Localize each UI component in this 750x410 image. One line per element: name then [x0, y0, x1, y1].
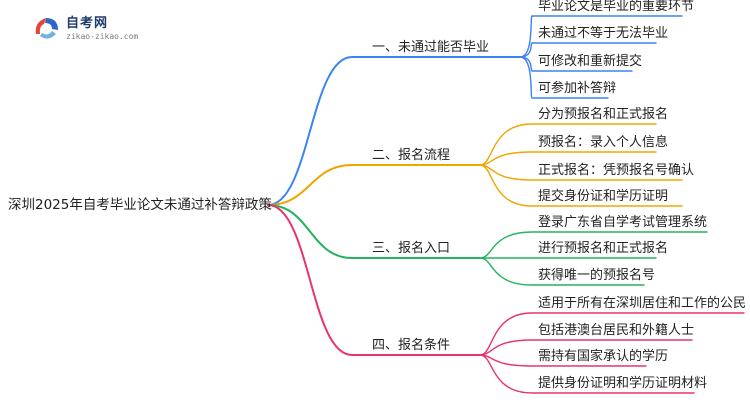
- child-topic-1-1[interactable]: 毕业论文是毕业的重要环节: [538, 0, 695, 14]
- child-topic-4-3[interactable]: 需持有国家承认的学历: [538, 349, 669, 364]
- child-connector-4-4: [479, 354, 695, 394]
- child-connector-3-1: [479, 231, 708, 259]
- child-topic-2-3[interactable]: 正式报名：凭预报名号确认: [538, 163, 695, 178]
- child-topic-2-2[interactable]: 预报名：录入个人信息: [538, 135, 669, 150]
- branch-topic-1[interactable]: 一、未通过能否毕业: [372, 40, 490, 55]
- branch-topic-3[interactable]: 三、报名入口: [372, 241, 451, 256]
- child-connector-2-2: [479, 151, 657, 166]
- child-connector-2-1: [479, 123, 657, 166]
- child-connector-4-2: [479, 339, 693, 356]
- branch-connector-2: [267, 164, 481, 206]
- child-connector-1-1: [519, 15, 683, 58]
- child-topic-3-3[interactable]: 获得唯一的预报名号: [538, 268, 656, 283]
- branch-connector-3: [267, 204, 481, 259]
- site-logo[interactable]: 自考网 zikao-zikao.com: [30, 10, 160, 50]
- child-topic-4-1[interactable]: 适用于所有在深圳居住和工作的公民: [538, 296, 747, 311]
- child-topic-1-2[interactable]: 未通过不等于无法毕业: [538, 26, 669, 41]
- child-connector-2-4: [479, 164, 683, 207]
- logo-mark-icon: [35, 18, 58, 39]
- child-topic-2-1[interactable]: 分为预报名和正式报名: [538, 107, 669, 122]
- child-connector-4-1: [479, 312, 745, 356]
- logo-title: 自考网: [66, 16, 109, 31]
- child-topic-3-2[interactable]: 进行预报名和正式报名: [538, 241, 669, 256]
- logo-subtitle: zikao-zikao.com: [66, 32, 139, 41]
- branch-connector-4: [267, 204, 481, 356]
- child-topic-2-4[interactable]: 提交身份证和学历证明: [538, 189, 669, 204]
- child-topic-4-2[interactable]: 包括港澳台居民和外籍人士: [538, 323, 695, 338]
- child-topic-1-3[interactable]: 可修改和重新提交: [538, 54, 643, 69]
- child-connector-1-2: [519, 42, 657, 58]
- child-connector-4-3: [479, 354, 647, 367]
- branch-topic-2[interactable]: 二、报名流程: [372, 148, 451, 163]
- branch-topic-4[interactable]: 四、报名条件: [372, 338, 451, 353]
- child-topic-1-4[interactable]: 可参加补答辩: [538, 81, 617, 96]
- root-topic[interactable]: 深圳2025年自考毕业论文未通过补答辩政策: [8, 197, 272, 213]
- child-connector-3-3: [479, 257, 645, 286]
- child-topic-3-1[interactable]: 登录广东省自学考试管理系统: [538, 215, 708, 230]
- child-topic-4-4[interactable]: 提供身份证明和学历证明材料: [538, 376, 708, 391]
- child-connector-2-3: [479, 164, 683, 181]
- branch-connector-1: [267, 56, 521, 206]
- child-connector-1-4: [519, 56, 609, 99]
